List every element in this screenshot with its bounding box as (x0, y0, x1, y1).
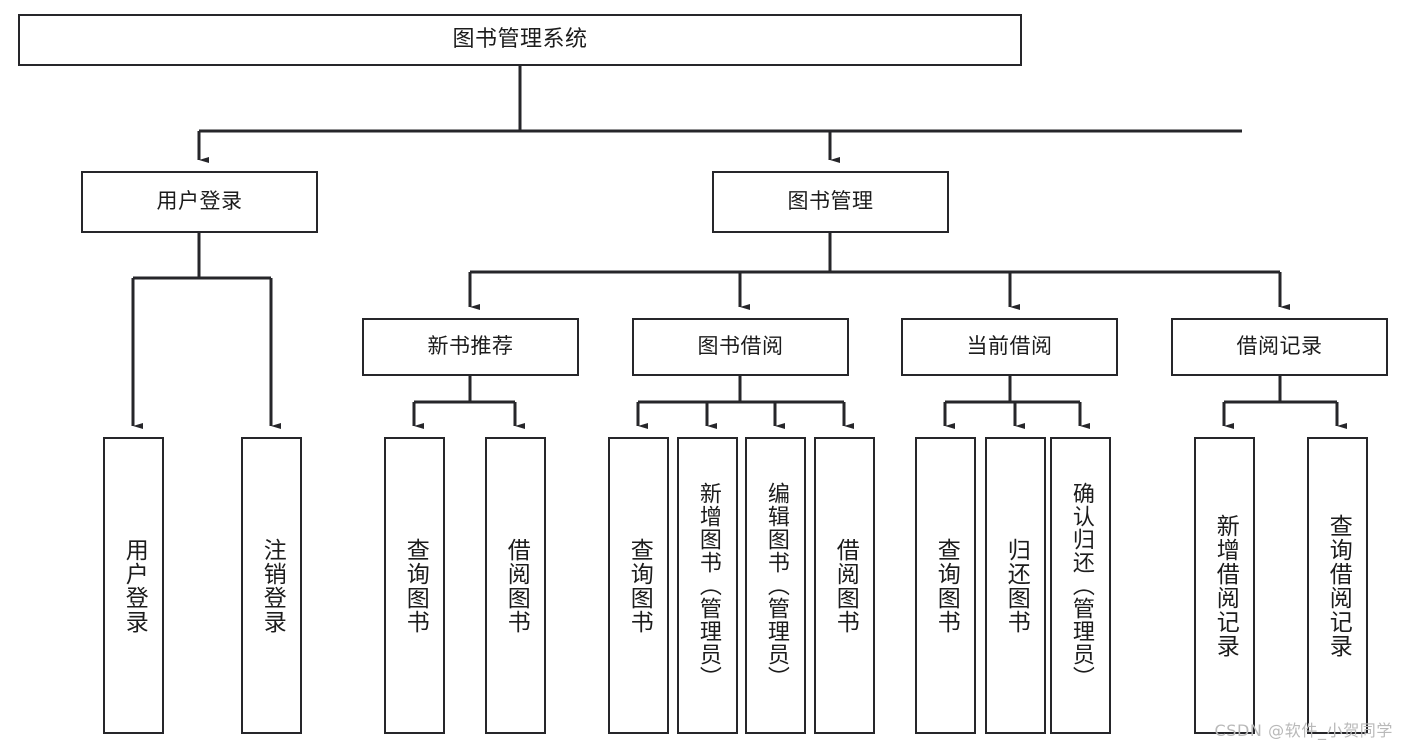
leaf-label: 编辑图书（管理员） (763, 482, 789, 689)
node-book-borrow[interactable]: 图书借阅 (632, 318, 849, 376)
node-user-login[interactable]: 用户登录 (81, 171, 318, 233)
leaf-label: 查询图书 (933, 537, 960, 634)
leaf-book-borrow-borrow[interactable]: 借阅图书 (814, 437, 875, 734)
leaf-label: 借阅图书 (503, 537, 530, 634)
node-label: 用户登录 (156, 189, 243, 214)
leaf-current-borrow-query[interactable]: 查询图书 (915, 437, 976, 734)
leaf-new-book-borrow[interactable]: 借阅图书 (485, 437, 546, 734)
node-new-book-recommend[interactable]: 新书推荐 (362, 318, 579, 376)
node-label: 图书管理系统 (452, 26, 588, 52)
leaf-label: 用户登录 (121, 537, 148, 634)
leaf-current-borrow-confirm[interactable]: 确认归还（管理员） (1050, 437, 1111, 734)
leaf-book-borrow-add[interactable]: 新增图书（管理员） (677, 437, 738, 734)
node-label: 图书管理 (787, 189, 874, 214)
leaf-label: 确认归还（管理员） (1068, 482, 1094, 689)
leaf-current-borrow-return[interactable]: 归还图书 (985, 437, 1046, 734)
leaf-label: 新增图书（管理员） (695, 482, 721, 689)
leaf-new-book-query[interactable]: 查询图书 (384, 437, 445, 734)
node-borrow-record[interactable]: 借阅记录 (1171, 318, 1388, 376)
node-label: 当前借阅 (966, 334, 1053, 359)
node-book-management[interactable]: 图书管理 (712, 171, 949, 233)
leaf-borrow-record-add[interactable]: 新增借阅记录 (1194, 437, 1255, 734)
csdn-watermark: CSDN @软件_小贺同学 (1214, 721, 1393, 740)
leaf-label: 查询图书 (402, 537, 429, 634)
leaf-label: 借阅图书 (832, 537, 859, 634)
leaf-label: 查询图书 (626, 537, 653, 634)
leaf-label: 查询借阅记录 (1325, 513, 1352, 658)
node-label: 新书推荐 (427, 334, 514, 359)
node-label: 图书借阅 (697, 334, 784, 359)
leaf-borrow-record-query[interactable]: 查询借阅记录 (1307, 437, 1368, 734)
leaf-label: 归还图书 (1003, 537, 1030, 634)
leaf-user-login-logout[interactable]: 注销登录 (241, 437, 302, 734)
node-label: 借阅记录 (1236, 334, 1323, 359)
node-book-management-system[interactable]: 图书管理系统 (18, 14, 1022, 66)
leaf-user-login-login[interactable]: 用户登录 (103, 437, 164, 734)
node-current-borrow[interactable]: 当前借阅 (901, 318, 1118, 376)
leaf-label: 新增借阅记录 (1212, 513, 1239, 658)
leaf-label: 注销登录 (259, 537, 286, 634)
leaf-book-borrow-query[interactable]: 查询图书 (608, 437, 669, 734)
leaf-book-borrow-edit[interactable]: 编辑图书（管理员） (745, 437, 806, 734)
